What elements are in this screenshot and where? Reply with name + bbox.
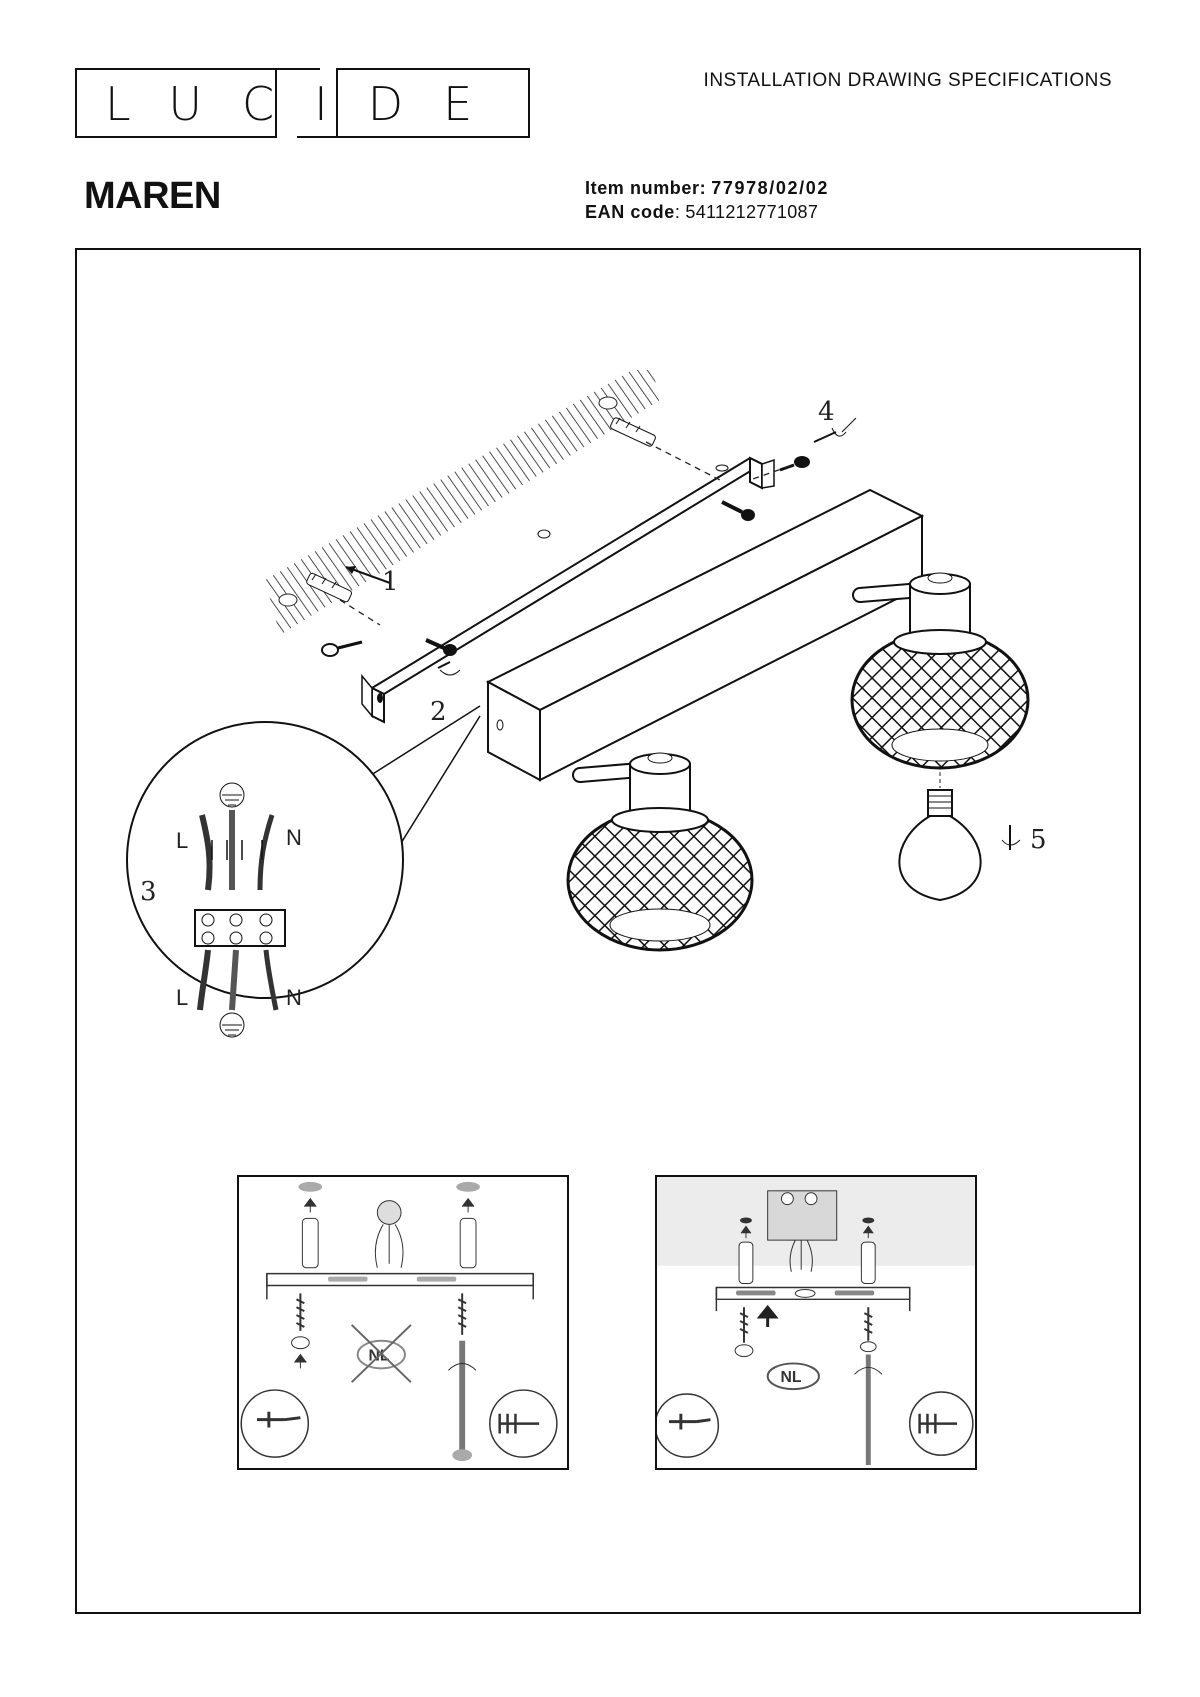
wall-plug-icon: [301, 1217, 319, 1269]
rotate-arrow-icon: [1001, 839, 1021, 846]
wall-hole: [598, 396, 618, 410]
rotate-arrow-icon: [437, 661, 451, 669]
detail-magnifier-icon: [657, 1393, 720, 1458]
logo-text: LUCIDE: [105, 77, 512, 131]
mounting-bracket: [361, 456, 775, 724]
screw-head-icon: [859, 1341, 877, 1353]
rotate-arrow-icon: [439, 669, 461, 676]
junction-box-icon: [767, 1190, 838, 1241]
base-plate: [485, 488, 925, 782]
junction-box-badge: [766, 1362, 820, 1391]
step-2-label: 2: [430, 697, 447, 727]
brand-logo: LUCIDE: [75, 68, 530, 138]
wiring-detail: L N L N: [126, 721, 404, 1038]
drill-hole-icon: [862, 1217, 875, 1224]
wall-plug-icon: [459, 1217, 477, 1269]
wire-live-label: L: [176, 828, 188, 853]
nl-badge-label: NL: [780, 1369, 801, 1386]
item-number-label: Item number:: [585, 178, 707, 198]
ean-code-value: : 5411212771087: [674, 202, 819, 222]
rotate-arrow-icon: [854, 1366, 883, 1375]
screw-icon: [739, 1307, 749, 1343]
spotlight: [566, 752, 754, 952]
screw-icon: [296, 1293, 305, 1331]
spotlight: [850, 572, 1030, 770]
product-name: MAREN: [84, 175, 221, 217]
screw: [425, 638, 457, 656]
arrow-up-icon: [303, 1197, 317, 1213]
ean-code-label: EAN code: [585, 202, 675, 222]
arrow-up-icon: [862, 1225, 874, 1239]
screw-icon: [863, 1307, 873, 1341]
product-codes: Item number: 77978/02/02 EAN code: 54112…: [585, 176, 829, 224]
step-4-label: 4: [818, 397, 835, 427]
light-bulb-icon: [898, 789, 982, 902]
rotate-arrow-icon: [448, 1362, 477, 1371]
wall-hole: [278, 593, 298, 607]
wall-plug-icon: [860, 1241, 876, 1285]
assembly-drawing: 1 2 4: [90, 370, 1120, 1090]
drill-hole-icon: [298, 1181, 323, 1192]
detail-magnifier-icon: [240, 1389, 310, 1458]
wall-plug-icon: [738, 1241, 754, 1285]
step-5-label: 5: [1030, 825, 1047, 855]
arrow-head-icon: [346, 566, 356, 574]
instruction-panel-with-box: NL: [655, 1175, 977, 1470]
logo-artwork: LUCIDE: [75, 68, 530, 138]
arrow-up-icon: [294, 1353, 307, 1369]
drill-hole-icon: [740, 1217, 752, 1224]
wire-neutral-label: N: [286, 825, 302, 850]
wire-live-label: L: [176, 985, 188, 1010]
mounting-bracket-icon: [266, 1272, 534, 1287]
step-1-label: 1: [382, 567, 399, 597]
assembly-leader: [339, 441, 791, 626]
rotate-arrow-icon: [813, 431, 837, 443]
screw-head-icon: [734, 1344, 754, 1358]
cross-icon: [351, 1324, 412, 1383]
assembly-artwork: 1 2 4: [126, 370, 1047, 1038]
panel-artwork: NL: [240, 1181, 558, 1462]
arrow-up-icon: [756, 1304, 779, 1327]
item-number-value: 77978/02/02: [711, 178, 829, 198]
wire-neutral-label: N: [286, 985, 302, 1010]
rotate-arrow-icon: [831, 417, 857, 437]
cable-outlet-icon: [376, 1200, 402, 1225]
drill-hole-icon: [456, 1181, 480, 1192]
step-3-label: 3: [140, 877, 157, 907]
screw-head-icon: [291, 1336, 310, 1350]
screw-icon: [457, 1293, 467, 1335]
screw: [721, 500, 755, 521]
arrow-up-icon: [461, 1197, 475, 1213]
document-type: INSTALLATION DRAWING SPECIFICATIONS: [703, 70, 1112, 91]
arrow-up-icon: [740, 1225, 752, 1239]
panel-artwork: NL: [657, 1177, 975, 1466]
wall-surface: [265, 370, 660, 635]
wall-plug: [610, 417, 656, 447]
drawing-frame: [75, 248, 1141, 1614]
screw: [321, 640, 363, 657]
instruction-panel-without-box: NL: [237, 1175, 569, 1470]
wall-plug: [306, 572, 352, 603]
